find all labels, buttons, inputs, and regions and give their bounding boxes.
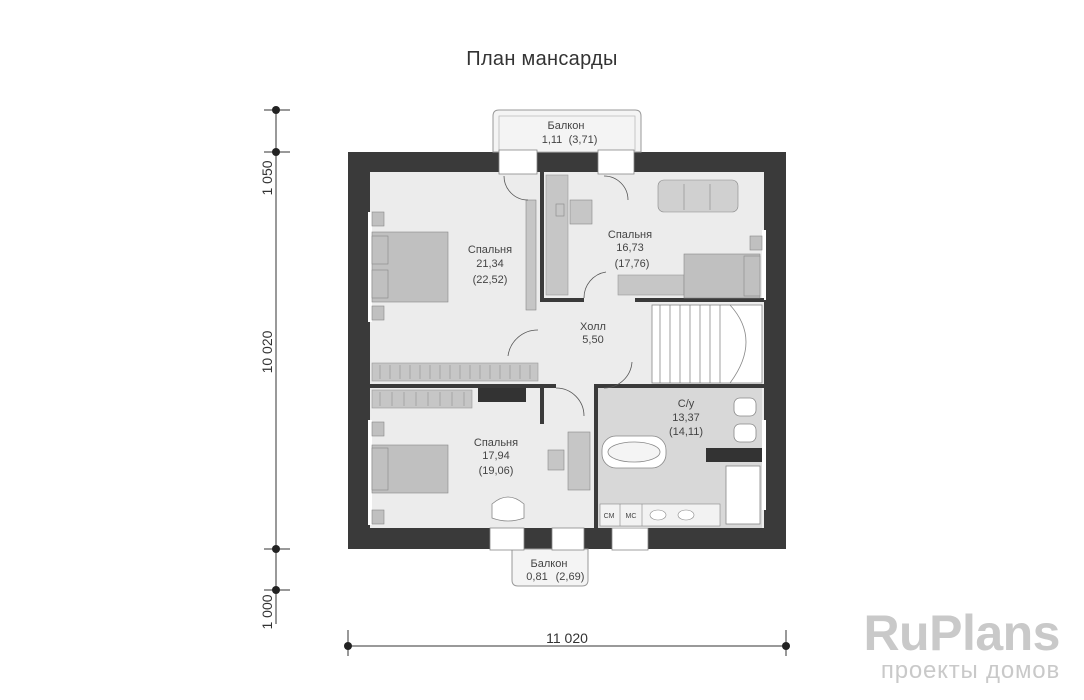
room-area-total: (2,69) <box>556 571 585 583</box>
logo-brand: RuPlans <box>863 605 1060 661</box>
room-bedroom-3: Спальня 17,94 (19,06) <box>474 437 518 477</box>
bed-2 <box>683 235 763 299</box>
room-area-total: (22,52) <box>473 274 508 286</box>
room-area: 16,73 <box>616 242 644 254</box>
room-area: 5,50 <box>582 334 603 346</box>
balcony-bottom <box>489 527 649 587</box>
room-hall: Холл 5,50 <box>580 321 606 346</box>
shower <box>725 465 761 525</box>
room-area: 13,37 <box>672 412 700 424</box>
room-bathroom: С/у 13,37 (14,11) <box>669 398 703 438</box>
dimension-left-bottom: 1 000 <box>259 594 275 629</box>
shelf-3 <box>478 388 526 402</box>
bath-shelf <box>706 448 762 462</box>
balcony-top <box>492 109 642 175</box>
room-name: Холл <box>580 321 606 333</box>
interior-walls <box>370 172 764 528</box>
dimension-ticks <box>272 106 790 650</box>
room-balcony-bottom: Балкон 0,81 (2,69) <box>526 558 584 583</box>
room-name: Балкон <box>531 558 568 570</box>
stairs <box>651 304 763 384</box>
bed-3 <box>371 421 449 525</box>
room-area: 17,94 <box>482 450 510 462</box>
logo: RuPlans проекты домов <box>863 608 1060 684</box>
room-area: 21,34 <box>476 258 504 270</box>
dimension-bottom: 11 020 <box>546 630 588 646</box>
room-area: 1,11 <box>542 134 563 146</box>
toilets <box>733 397 757 443</box>
dryer-label: МС <box>626 513 637 520</box>
room-bedroom-1: Спальня 21,34 (22,52) <box>468 244 512 286</box>
bathtub <box>601 435 667 469</box>
logo-tagline: проекты домов <box>880 657 1060 684</box>
sofa-2 <box>657 179 739 213</box>
room-name: С/у <box>678 398 695 410</box>
wardrobes <box>371 174 685 409</box>
room-area-total: (3,71) <box>569 134 598 146</box>
plan-title: План мансарды <box>466 48 618 70</box>
room-name: Спальня <box>468 244 512 256</box>
bed-1 <box>371 211 449 321</box>
chair-3 <box>491 496 525 522</box>
room-name: Балкон <box>548 120 585 132</box>
doors <box>503 175 633 417</box>
tv-unit-1 <box>525 199 537 311</box>
room-bedroom-2: Спальня 16,73 (17,76) <box>608 229 652 270</box>
room-area-total: (17,76) <box>615 258 650 270</box>
room-area: 0,81 <box>526 571 547 583</box>
desk-3 <box>547 431 591 491</box>
room-name: Спальня <box>608 229 652 241</box>
vanity <box>599 503 721 527</box>
desk-2 <box>555 199 593 225</box>
dimension-left-top: 1 050 <box>259 160 275 195</box>
room-area-total: (14,11) <box>669 426 703 438</box>
room-area-total: (19,06) <box>479 465 514 477</box>
washer-label: СМ <box>604 513 615 520</box>
room-balcony-top: Балкон 1,11 (3,71) <box>542 120 598 146</box>
room-name: Спальня <box>474 437 518 449</box>
dimension-left-main: 10 020 <box>259 330 275 373</box>
